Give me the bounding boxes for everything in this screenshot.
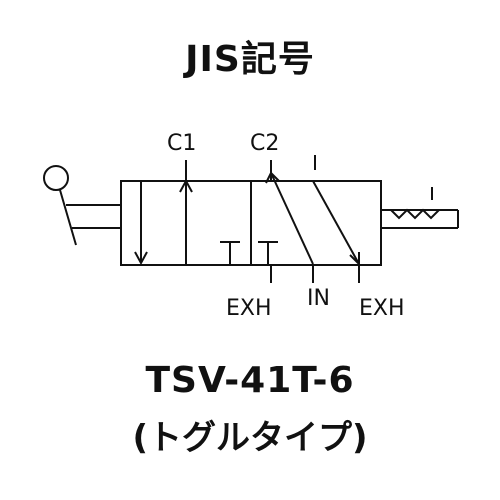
- page-title: JIS記号: [185, 39, 315, 80]
- port-label-exh-left: EXH: [226, 296, 272, 321]
- detent-notches: [390, 208, 440, 220]
- port-label-c1: C1: [167, 131, 196, 156]
- right-flow-line-1: [270, 172, 314, 265]
- left-flow-arrowhead-1: [134, 251, 148, 266]
- port-label-in: IN: [307, 286, 330, 311]
- right-flow-line-2: [312, 180, 360, 265]
- model-number: TSV-41T-6: [145, 360, 355, 401]
- type-label: (トグルタイプ): [132, 418, 368, 458]
- toggle-lever: [59, 189, 77, 246]
- right-flow-arrowhead-2: [349, 252, 360, 267]
- port-label-exh-right: EXH: [359, 296, 405, 321]
- toggle-knob: [43, 165, 69, 191]
- port-label-c2: C2: [250, 131, 279, 156]
